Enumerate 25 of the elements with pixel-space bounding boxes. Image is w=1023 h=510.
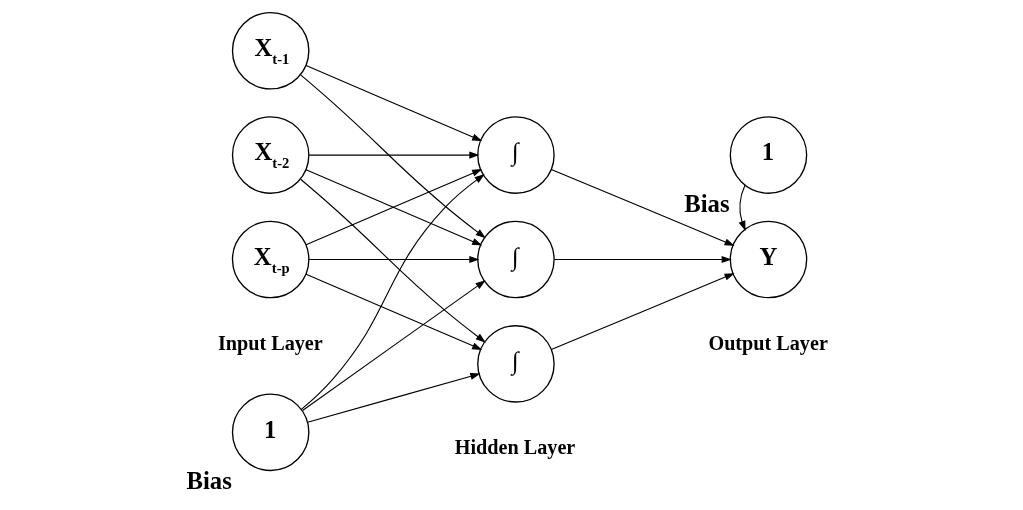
arrow bbox=[308, 255, 479, 264]
arrow bbox=[299, 74, 486, 239]
arrow bbox=[308, 151, 479, 159]
arrow bbox=[550, 273, 735, 351]
node-circle: 1 bbox=[729, 116, 807, 194]
label: Hidden Layer bbox=[454, 436, 575, 459]
arrow bbox=[306, 372, 480, 423]
arrow bbox=[305, 273, 482, 350]
node-label: Bias bbox=[185, 467, 232, 495]
node-circle: ∫ bbox=[476, 116, 555, 194]
label: Output Layer bbox=[707, 331, 828, 354]
arrow bbox=[301, 280, 486, 411]
node-circle: X$_{t-1}$ bbox=[231, 11, 309, 90]
arrow bbox=[738, 184, 746, 231]
node-label: Bias bbox=[683, 189, 730, 217]
label: Input Layer bbox=[217, 331, 323, 354]
arrow bbox=[305, 169, 482, 246]
arrow bbox=[553, 255, 732, 264]
node-circle: X$_{t-2}$ bbox=[231, 116, 309, 194]
node-circle: X$_{t-p}$ bbox=[231, 220, 309, 299]
arrow bbox=[305, 64, 482, 142]
arrow bbox=[300, 174, 485, 410]
node-circle: 1 bbox=[231, 393, 309, 472]
arrow bbox=[550, 168, 735, 246]
arrow bbox=[299, 178, 486, 343]
